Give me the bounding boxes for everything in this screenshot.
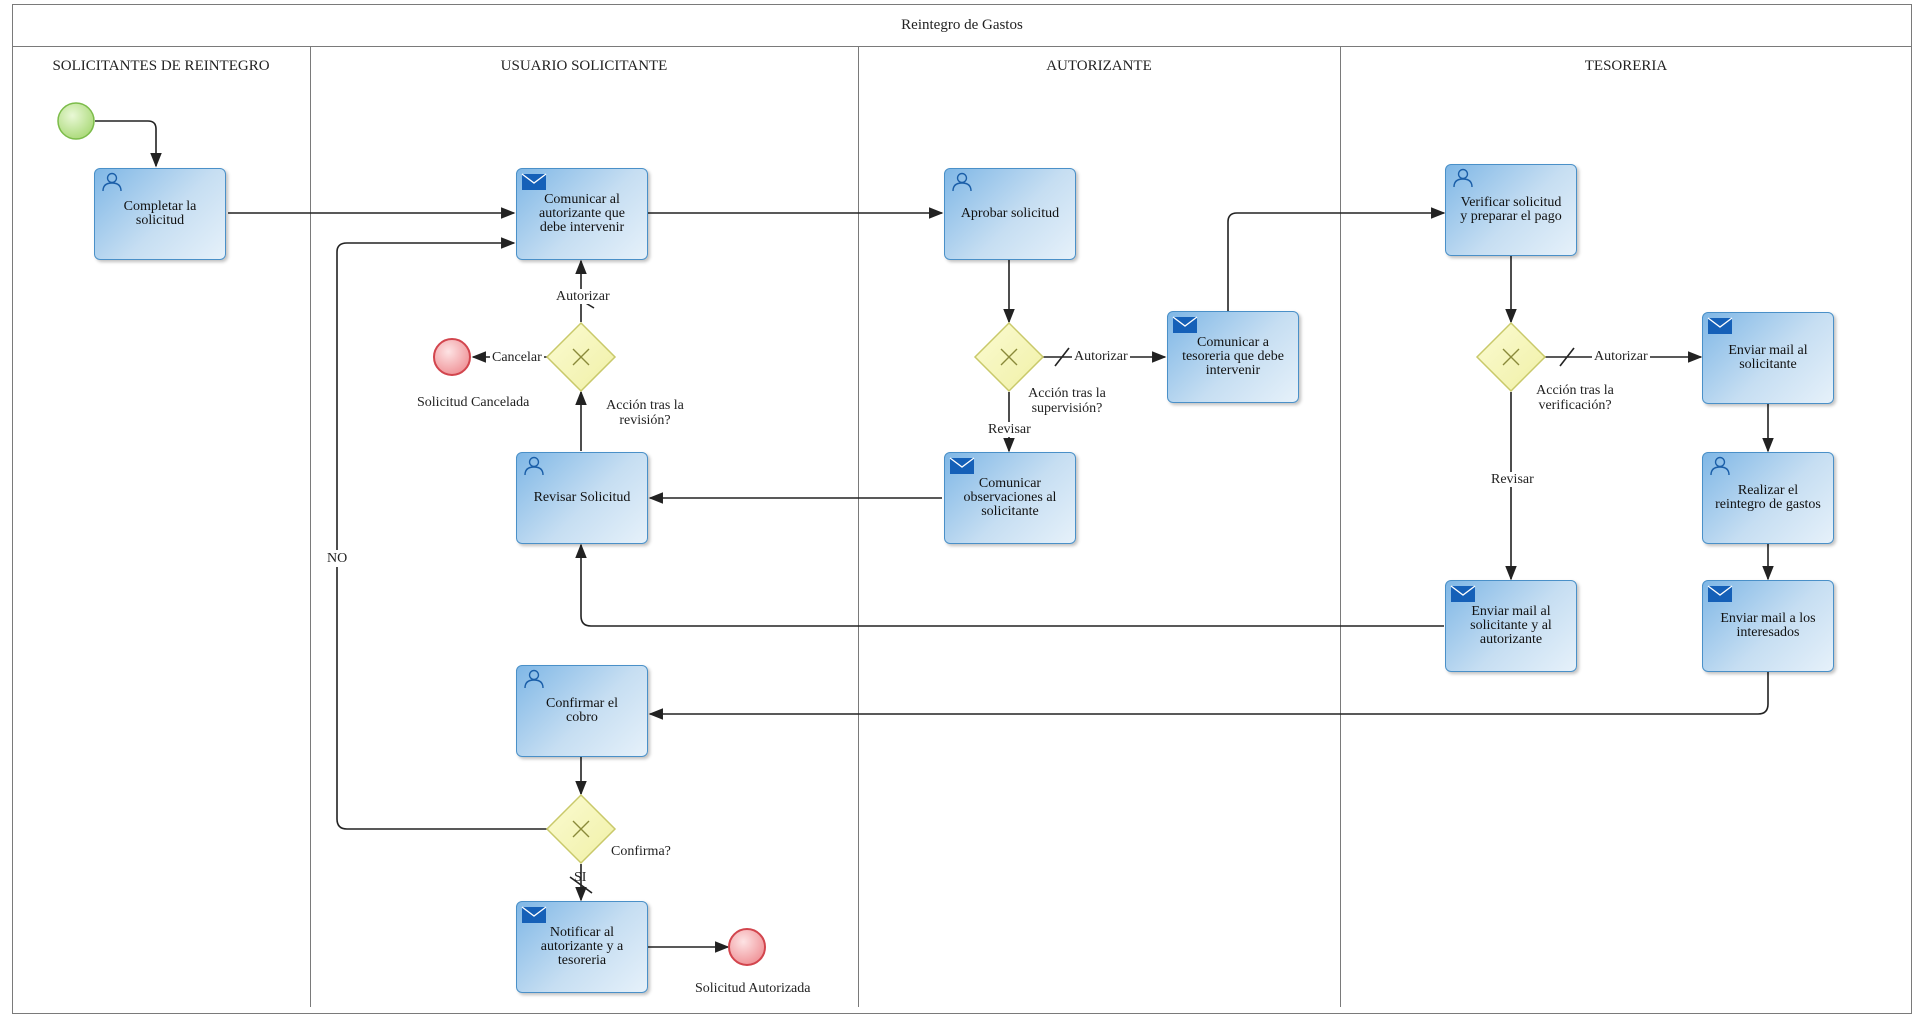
task-realizar-reintegro[interactable]: Realizar el reintegro de gastos xyxy=(1702,452,1834,544)
user-icon xyxy=(524,669,544,689)
gateway-label-confirma: Confirma? xyxy=(611,844,671,859)
gateway-label-revision: Acción tras la revisión? xyxy=(606,398,684,428)
envelope-icon xyxy=(1707,585,1733,602)
envelope-icon xyxy=(521,173,547,190)
task-revisar-solicitud[interactable]: Revisar Solicitud xyxy=(516,452,648,544)
user-icon xyxy=(102,172,122,192)
user-icon xyxy=(524,456,544,476)
flow-label-no: NO xyxy=(327,550,348,567)
end-event-cancelada xyxy=(433,338,471,376)
task-confirmar-cobro[interactable]: Confirmar el cobro xyxy=(516,665,648,757)
flow-label-revisar: Revisar xyxy=(988,422,1031,437)
task-comunicar-autorizante[interactable]: Comunicar al autorizante que debe interv… xyxy=(516,168,648,260)
end-event-label-cancelada: Solicitud Cancelada xyxy=(417,395,530,410)
envelope-icon xyxy=(949,457,975,474)
task-label: Verificar solicitud y preparar el pago xyxy=(1460,195,1562,224)
lane-divider xyxy=(858,47,859,1007)
lane-header-autorizante: AUTORIZANTE xyxy=(1046,58,1152,74)
task-label: Enviar mail al solicitante xyxy=(1728,343,1808,372)
task-notificar[interactable]: Notificar al autorizante y a tesoreria xyxy=(516,901,648,993)
flow-label-si: SI xyxy=(574,870,587,885)
task-label: Completar la solicitud xyxy=(123,199,197,228)
task-verificar-solicitud[interactable]: Verificar solicitud y preparar el pago xyxy=(1445,164,1577,256)
end-event-label-autorizada: Solicitud Autorizada xyxy=(695,981,811,996)
lane-header-tesoreria: TESORERIA xyxy=(1584,58,1668,74)
flow-label-autorizar: Autorizar xyxy=(1592,349,1650,364)
flow-label-autorizar: Autorizar xyxy=(1072,349,1130,364)
envelope-icon xyxy=(1172,316,1198,333)
pool-title: Reintegro de Gastos xyxy=(12,4,1912,47)
task-label: Realizar el reintegro de gastos xyxy=(1715,483,1821,512)
envelope-icon xyxy=(521,906,547,923)
task-enviar-mail-solicitante[interactable]: Enviar mail al solicitante xyxy=(1702,312,1834,404)
task-aprobar-solicitud[interactable]: Aprobar solicitud xyxy=(944,168,1076,260)
gateway-x-icons xyxy=(572,348,1520,838)
flow-tesoreria-to-verificar xyxy=(1227,207,1446,311)
task-completar-solicitud[interactable]: Completar la solicitud xyxy=(94,168,226,260)
flow-confirma-no xyxy=(336,237,549,830)
lane-divider xyxy=(1340,47,1341,1007)
flow-start-to-completar xyxy=(95,120,162,168)
lane-divider xyxy=(310,47,311,1007)
user-icon xyxy=(1453,168,1473,188)
envelope-icon xyxy=(1450,585,1476,602)
flow-label-revisar: Revisar xyxy=(1490,472,1535,487)
task-label: Aprobar solicitud xyxy=(960,206,1060,221)
task-comunicar-observaciones[interactable]: Comunicar observaciones al solicitante xyxy=(944,452,1076,544)
task-comunicar-tesoreria[interactable]: Comunicar a tesoreria que debe interveni… xyxy=(1167,311,1299,403)
task-label: Confirmar el cobro xyxy=(546,696,618,725)
flow-label-cancelar: Cancelar xyxy=(490,350,544,365)
gateway-label-supervision: Acción tras la supervisión? xyxy=(1028,386,1106,416)
user-icon xyxy=(952,172,972,192)
start-event xyxy=(57,102,95,140)
lane-header-solicitantes: SOLICITANTES DE REINTEGRO xyxy=(52,58,270,74)
flow-sol-aut-to-revisar xyxy=(575,543,1444,627)
gateway-label-verificacion: Acción tras la verificación? xyxy=(1536,383,1614,413)
task-label: Enviar mail al solicitante y al autoriza… xyxy=(1470,604,1552,647)
envelope-icon xyxy=(1707,317,1733,334)
task-label: Comunicar a tesoreria que debe interveni… xyxy=(1182,335,1284,378)
lane-header-usuario-solicitante: USUARIO SOLICITANTE xyxy=(500,58,668,74)
user-icon xyxy=(1710,456,1730,476)
end-event-autorizada xyxy=(728,928,766,966)
task-label: Notificar al autorizante y a tesoreria xyxy=(540,925,624,968)
task-label: Comunicar observaciones al solicitante xyxy=(963,476,1057,519)
flow-label-autorizar: Autorizar xyxy=(556,289,610,304)
task-enviar-mail-interesados[interactable]: Enviar mail a los interesados xyxy=(1702,580,1834,672)
task-enviar-mail-solicitante-autorizante[interactable]: Enviar mail al solicitante y al autoriza… xyxy=(1445,580,1577,672)
flow-interesados-to-confirmar xyxy=(648,672,1769,720)
task-label: Comunicar al autorizante que debe interv… xyxy=(539,192,625,235)
task-label: Enviar mail a los interesados xyxy=(1720,611,1816,640)
task-label: Revisar Solicitud xyxy=(533,490,631,505)
